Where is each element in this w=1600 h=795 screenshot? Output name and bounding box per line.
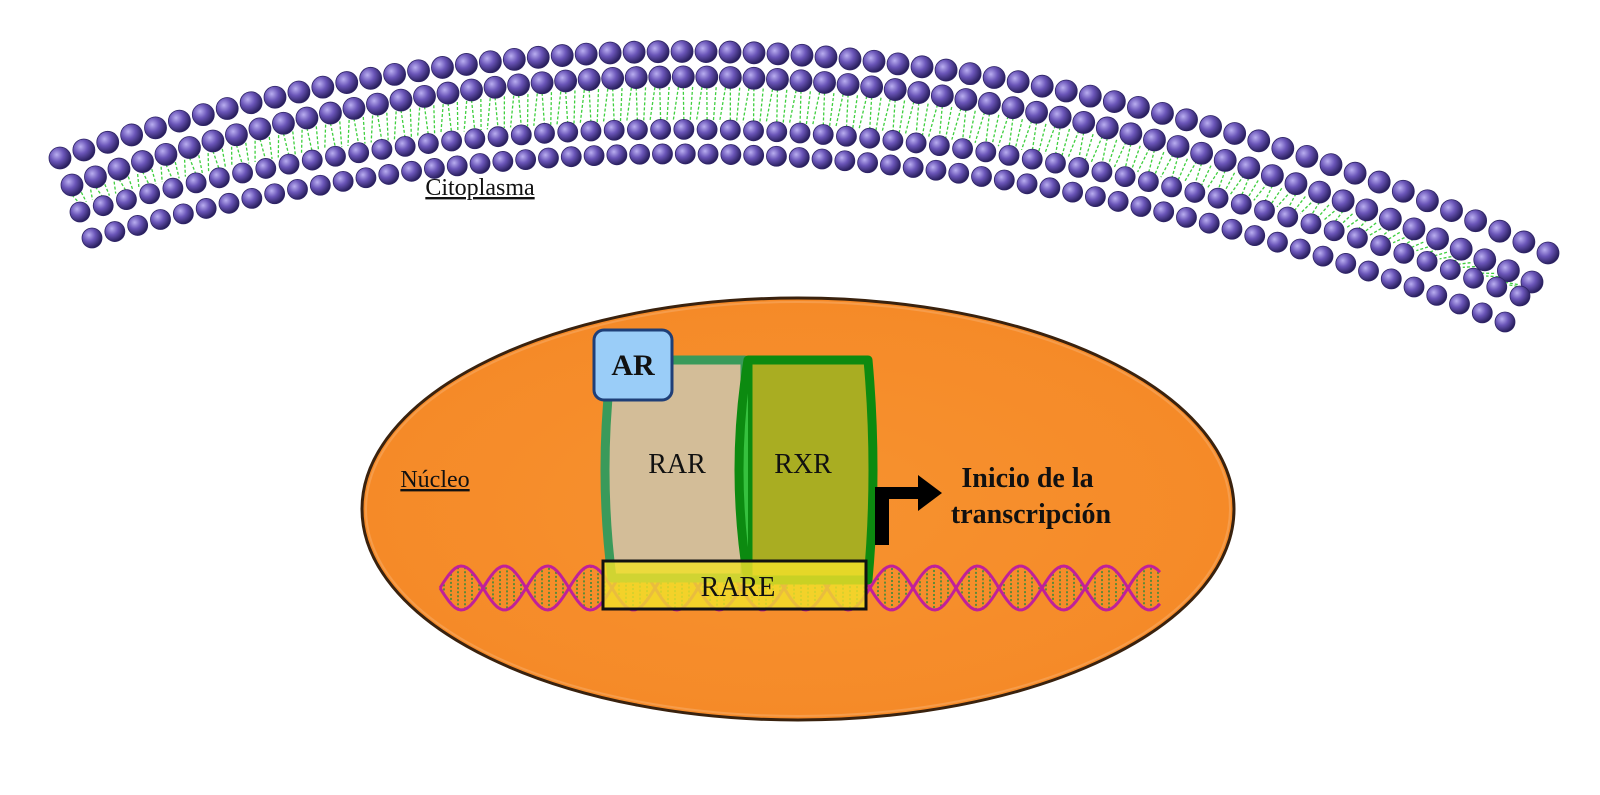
- transcription-label-line2: transcripción: [951, 499, 1112, 530]
- cytoplasm-label: Citoplasma: [425, 175, 535, 201]
- transcription-label-line1: Inicio de la: [961, 463, 1093, 494]
- bent-arrow-icon: [875, 475, 942, 545]
- membrane-outer-heads-back: [48, 40, 1560, 265]
- lipid-tails: [71, 86, 1533, 293]
- membrane-outer-heads-front: [60, 65, 1544, 294]
- rxr-receptor: RXR: [734, 355, 878, 585]
- rar-label: RAR: [648, 449, 706, 480]
- membrane-inner-heads-front: [81, 143, 1516, 333]
- membrane-inner-heads-back: [69, 118, 1531, 307]
- rxr-label: RXR: [774, 449, 832, 480]
- rare-label: RARE: [701, 572, 776, 603]
- rare-element: RARE: [601, 559, 868, 611]
- ar-label: AR: [611, 349, 655, 382]
- nucleus-label: Núcleo: [400, 467, 469, 493]
- transcription-label: Inicio de la transcripción: [951, 463, 1112, 530]
- ar-ligand: AR: [592, 328, 674, 402]
- lipid-bilayer-icon: [48, 40, 1560, 333]
